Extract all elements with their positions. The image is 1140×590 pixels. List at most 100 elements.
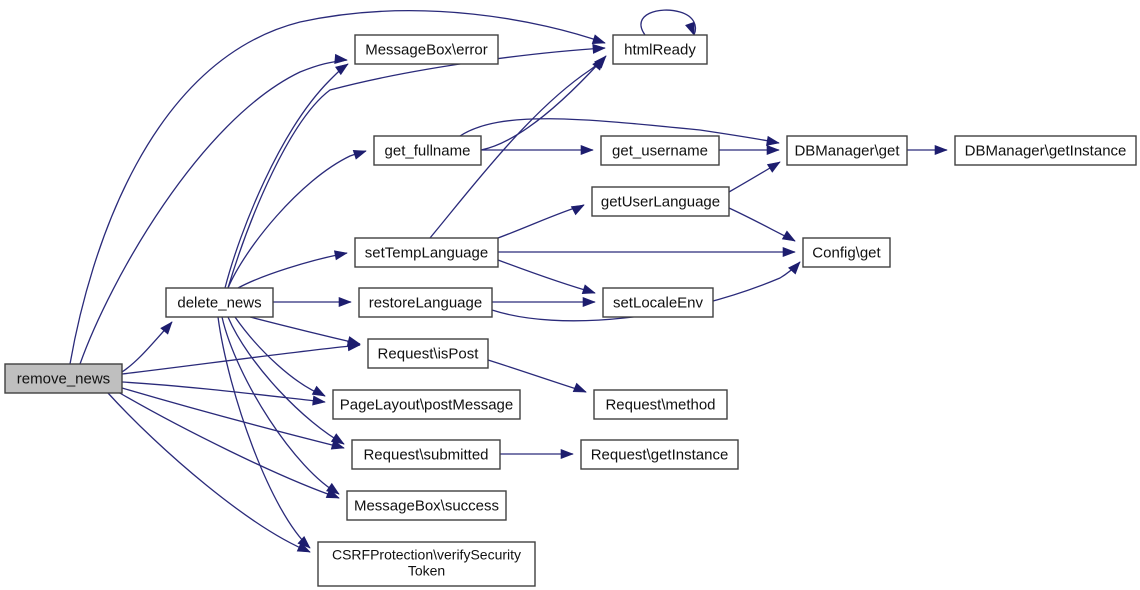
node-delete_news[interactable]: delete_news [165, 287, 274, 318]
node-box[interactable] [802, 237, 891, 268]
node-box[interactable] [317, 541, 536, 587]
node-label: get_fullname [385, 142, 471, 159]
node-box[interactable] [4, 363, 123, 394]
node-box[interactable] [373, 135, 482, 166]
arrow-head [580, 144, 594, 156]
edge-htmlready-to-htmlready [640, 9, 697, 36]
node-box[interactable] [593, 389, 728, 420]
node-request_submitted[interactable]: Request\submitted [351, 439, 501, 470]
node-dbmanager_getinstance[interactable]: DBManager\getInstance [954, 135, 1137, 166]
node-request_method[interactable]: Request\method [593, 389, 728, 420]
edges-layer [69, 9, 947, 553]
arrow-head [352, 150, 367, 160]
node-config_get[interactable]: Config\get [802, 237, 891, 268]
node-label: Request\method [605, 396, 715, 413]
node-messagebox_error[interactable]: MessageBox\error [354, 34, 499, 65]
node-label: Request\submitted [363, 446, 488, 463]
arrow-head [296, 542, 311, 553]
arrow-head [333, 250, 348, 261]
arrow-head [312, 395, 326, 406]
node-pagelayout_postmessage[interactable]: PageLayout\postMessage [332, 389, 521, 420]
node-box[interactable] [354, 237, 499, 268]
arrow-head [781, 230, 796, 242]
arrow-head [335, 63, 349, 76]
node-messagebox_success[interactable]: MessageBox\success [346, 490, 507, 521]
edge-remove_news-to-pagelayout_postmessage [121, 381, 326, 403]
node-label: setLocaleEnv [613, 294, 704, 311]
arrow-head [934, 144, 948, 156]
node-setlocaleenv[interactable]: setLocaleEnv [602, 287, 714, 318]
node-box[interactable] [358, 287, 493, 318]
node-request_ispost[interactable]: Request\isPost [367, 338, 489, 369]
edge-remove_news-to-htmlready [69, 10, 606, 365]
node-request_getinstance[interactable]: Request\getInstance [580, 439, 739, 470]
edge-settemplanguage-to-setlocaleenv [497, 259, 596, 294]
node-box[interactable] [786, 135, 908, 166]
node-label: getUserLanguage [601, 193, 720, 210]
edge-remove_news-to-messagebox_error [79, 59, 348, 365]
arrow-head [582, 296, 596, 308]
node-htmlready[interactable]: htmlReady [612, 34, 708, 65]
node-box[interactable] [954, 135, 1137, 166]
node-box[interactable] [612, 34, 708, 65]
node-settemplanguage[interactable]: setTempLanguage [354, 237, 499, 268]
edge-get_fullname-to-dbmanager_get [459, 118, 780, 144]
arrow-head [297, 536, 311, 549]
arrow-head [788, 261, 801, 275]
node-getuserlanguage[interactable]: getUserLanguage [591, 186, 730, 217]
node-label: Request\isPost [378, 345, 480, 362]
node-get_fullname[interactable]: get_fullname [373, 135, 482, 166]
node-box[interactable] [346, 490, 507, 521]
arrow-head [581, 284, 596, 294]
edge-delete_news-to-request_ispost [249, 316, 361, 345]
edge-remove_news-to-csrf_verify [107, 392, 311, 553]
node-label: MessageBox\error [365, 41, 488, 58]
arrow-head [766, 161, 781, 173]
node-box[interactable] [354, 34, 499, 65]
node-box[interactable] [600, 135, 720, 166]
node-box[interactable] [165, 287, 274, 318]
node-label: htmlReady [624, 41, 696, 58]
arrow-head [311, 385, 326, 397]
arrow-head [685, 21, 695, 36]
node-label: get_username [612, 142, 708, 159]
edge-delete_news-to-settemplanguage [237, 252, 348, 289]
node-get_username[interactable]: get_username [600, 135, 720, 166]
edge-delete_news-to-htmlready [227, 47, 606, 289]
arrow-head [334, 53, 348, 64]
arrow-head [591, 34, 606, 44]
arrow-head [592, 43, 606, 54]
edge-remove_news-to-messagebox_success [117, 391, 340, 499]
edge-get_fullname-to-htmlready [480, 55, 607, 151]
edge-remove_news-to-request_submitted [121, 387, 345, 449]
arrow-head [330, 439, 345, 450]
node-box[interactable] [351, 439, 501, 470]
node-label: remove_news [17, 370, 110, 387]
node-box[interactable] [367, 338, 489, 369]
arrow-head [160, 321, 173, 335]
edge-delete_news-to-csrf_verify [217, 316, 311, 549]
node-label: DBManager\get [794, 142, 900, 159]
arrow-head [766, 144, 780, 156]
node-label: setTempLanguage [365, 244, 488, 261]
node-box[interactable] [591, 186, 730, 217]
arrow-head [592, 57, 605, 71]
node-label: delete_news [177, 294, 261, 311]
node-remove_news[interactable]: remove_news [4, 363, 123, 394]
node-dbmanager_get[interactable]: DBManager\get [786, 135, 908, 166]
arrow-head [560, 448, 574, 460]
node-box[interactable] [602, 287, 714, 318]
edge-settemplanguage-to-getuserlanguage [497, 204, 585, 239]
arrow-head [570, 204, 585, 216]
node-box[interactable] [332, 389, 521, 420]
node-box[interactable] [580, 439, 739, 470]
node-restorelanguage[interactable]: restoreLanguage [358, 287, 493, 318]
node-label: Request\getInstance [591, 446, 729, 463]
nodes-layer: remove_news delete_news MessageBox\error ht… [4, 34, 1137, 587]
edge-request_ispost-to-request_method [487, 359, 587, 393]
arrow-head [326, 482, 340, 495]
node-label: CSRFProtection\verifySecurity [332, 547, 521, 563]
